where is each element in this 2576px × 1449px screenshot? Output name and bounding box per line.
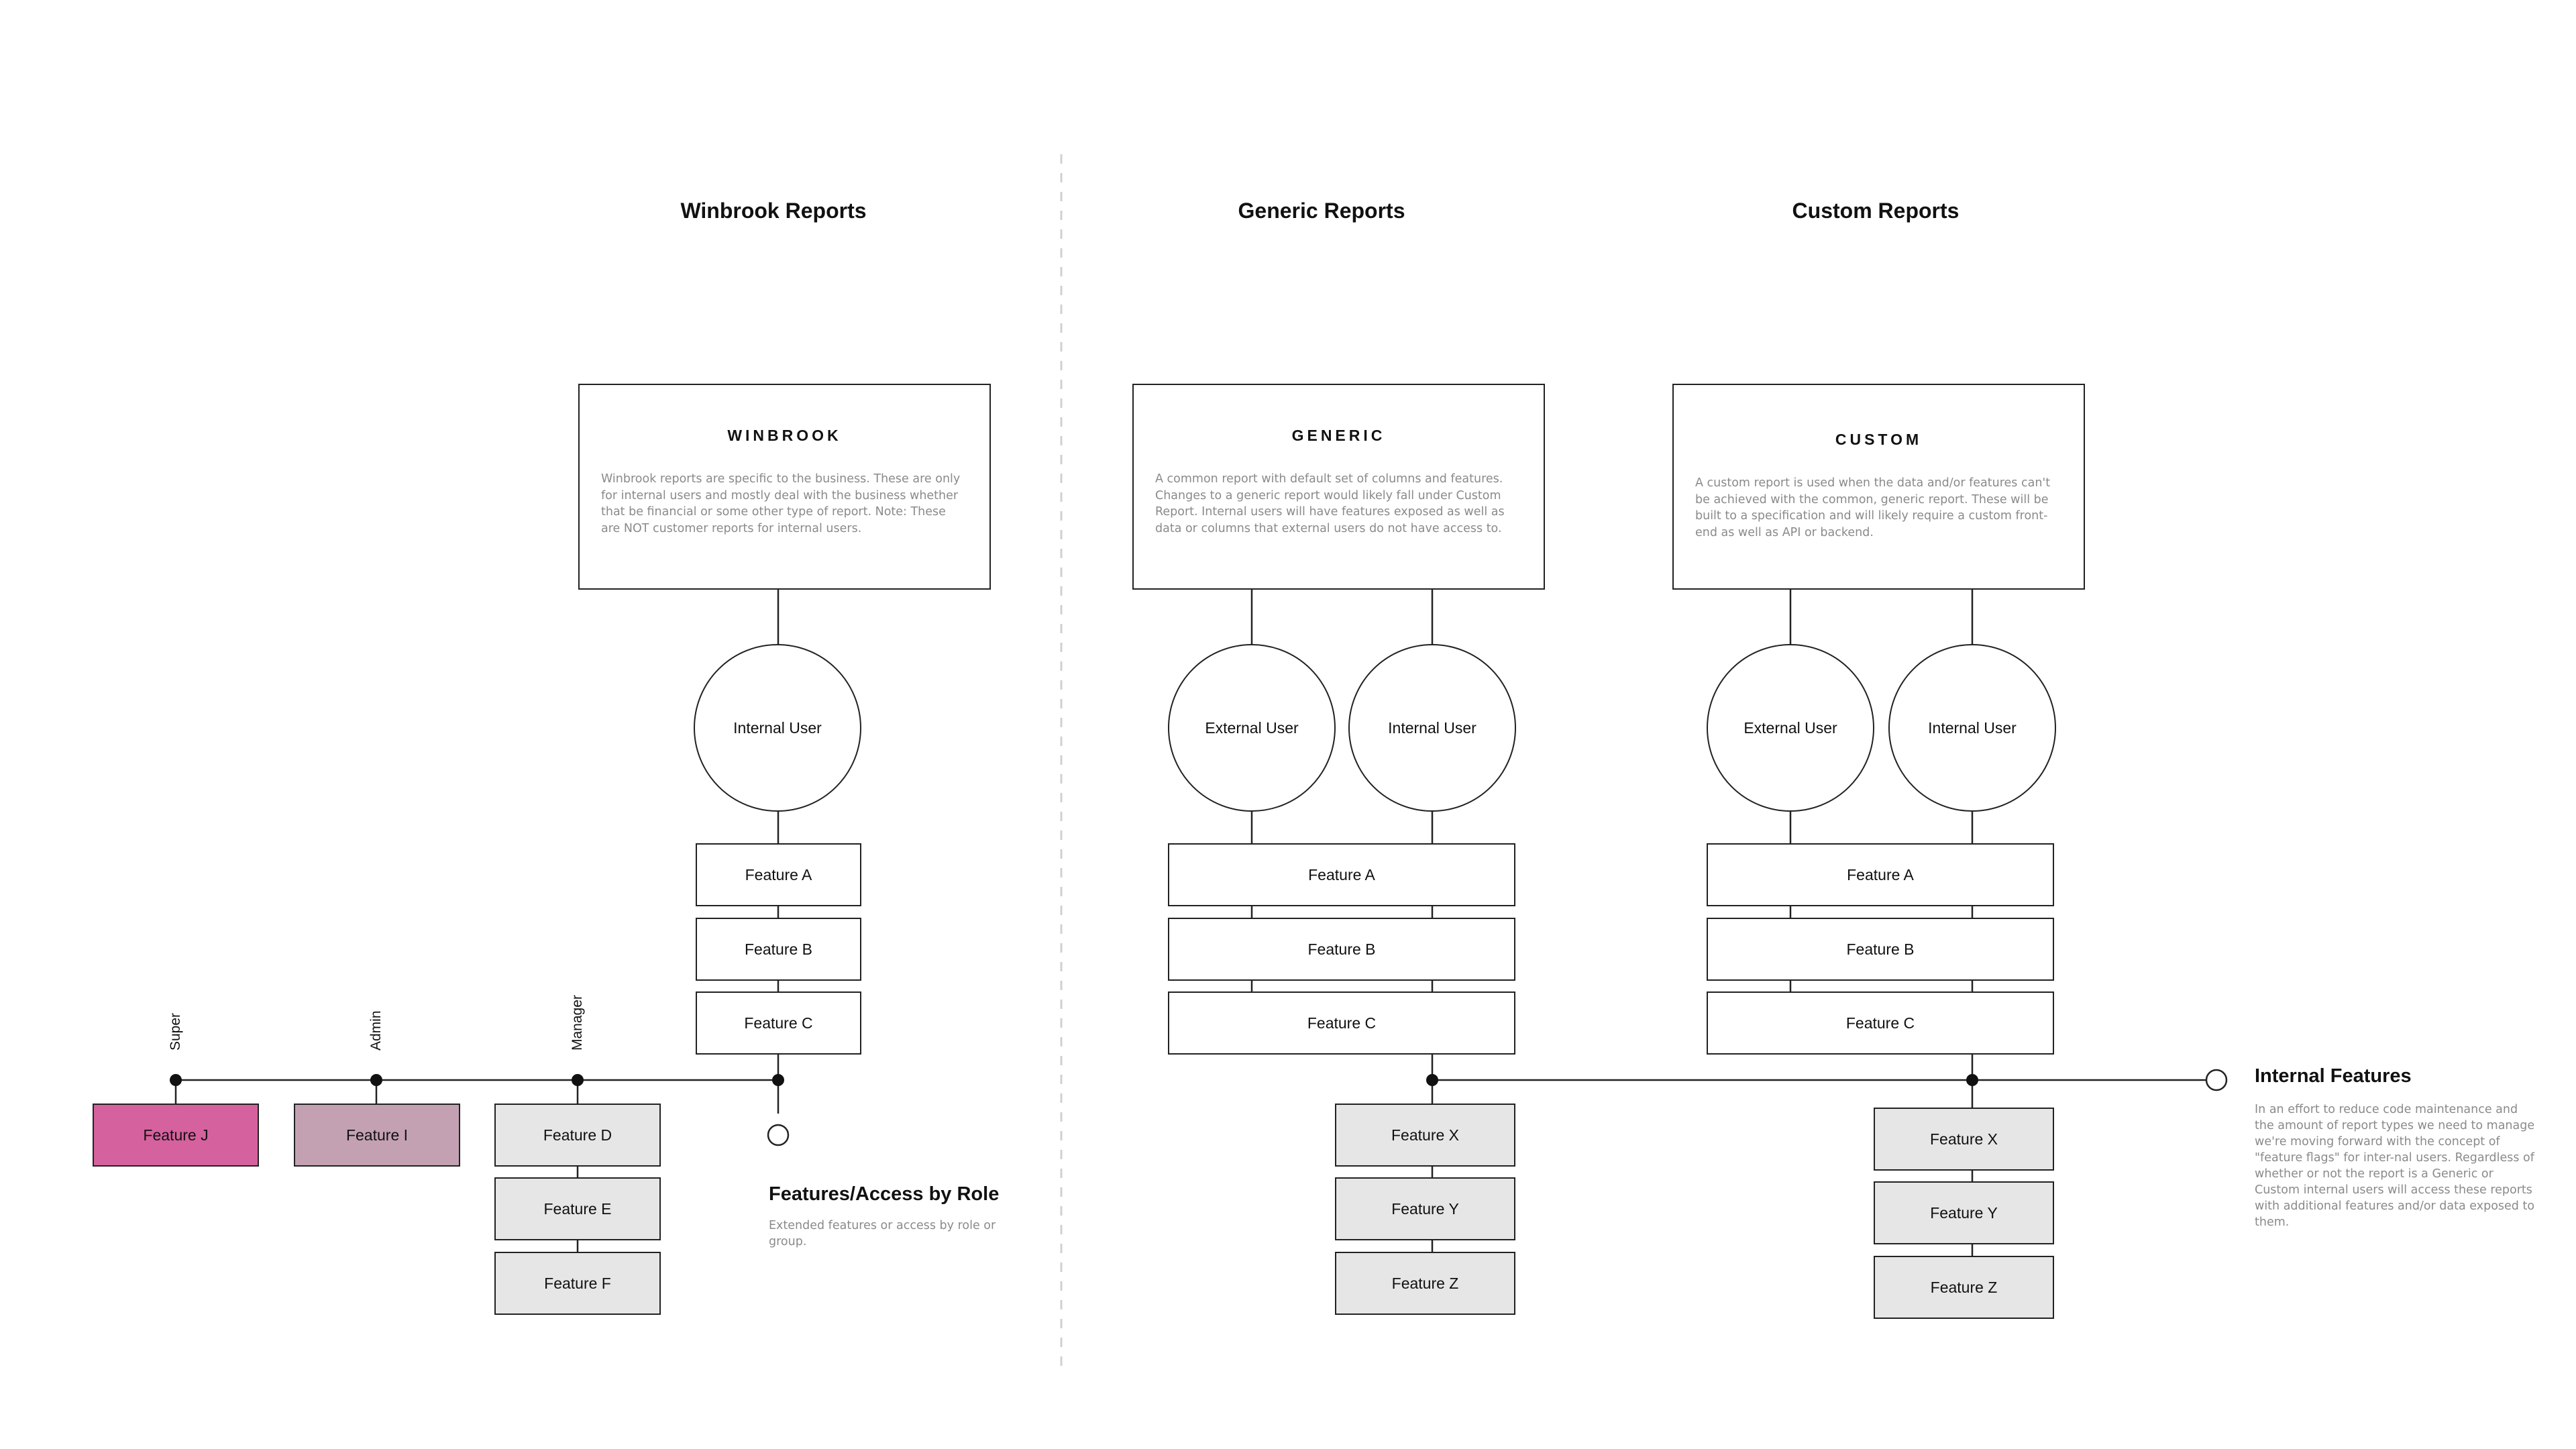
winbrook-card: WINBROOK Winbrook reports are specific t… bbox=[578, 384, 991, 590]
generic-card: GENERIC A common report with default set… bbox=[1132, 384, 1545, 590]
generic-card-heading: GENERIC bbox=[1291, 427, 1386, 444]
role-feature-j: Feature J bbox=[93, 1104, 259, 1167]
custom-card: CUSTOM A custom report is used when the … bbox=[1672, 384, 2085, 590]
generic-card-description: A common report with default set of colu… bbox=[1155, 472, 1505, 535]
generic-external-user: External User bbox=[1168, 644, 1336, 812]
role-label-admin: Admin bbox=[368, 1010, 384, 1051]
generic-feature-c: Feature C bbox=[1168, 991, 1515, 1055]
role-feature-e: Feature E bbox=[494, 1177, 661, 1240]
generic-internal-feature-x: Feature X bbox=[1335, 1104, 1515, 1167]
generic-feature-a: Feature A bbox=[1168, 843, 1515, 906]
winbrook-card-description: Winbrook reports are specific to the bus… bbox=[601, 472, 961, 535]
winbrook-internal-user: Internal User bbox=[694, 644, 861, 812]
custom-card-heading: CUSTOM bbox=[1835, 431, 1923, 448]
custom-internal-feature-y: Feature Y bbox=[1874, 1181, 2054, 1244]
custom-feature-a: Feature A bbox=[1707, 843, 2054, 906]
custom-internal-user: Internal User bbox=[1888, 644, 2056, 812]
role-feature-f: Feature F bbox=[494, 1252, 661, 1315]
generic-feature-b: Feature B bbox=[1168, 918, 1515, 981]
generic-internal-user: Internal User bbox=[1348, 644, 1516, 812]
generic-internal-feature-z: Feature Z bbox=[1335, 1252, 1515, 1315]
roles-legend-title: Features/Access by Role bbox=[769, 1183, 1000, 1205]
winbrook-feature-b: Feature B bbox=[696, 918, 861, 981]
custom-external-user: External User bbox=[1707, 644, 1874, 812]
role-label-manager: Manager bbox=[570, 995, 585, 1051]
generic-internal-feature-y: Feature Y bbox=[1335, 1177, 1515, 1240]
role-label-super: Super bbox=[168, 1012, 183, 1051]
custom-feature-c: Feature C bbox=[1707, 991, 2054, 1055]
winbrook-card-heading: WINBROOK bbox=[727, 427, 842, 444]
generic-reports-title: Generic Reports bbox=[1238, 199, 1405, 223]
role-feature-d: Feature D bbox=[494, 1104, 661, 1167]
role-feature-i: Feature I bbox=[294, 1104, 460, 1167]
internal-features-legend-description: In an effort to reduce code maintenance … bbox=[2255, 1103, 2535, 1229]
custom-card-description: A custom report is used when the data an… bbox=[1695, 476, 2051, 539]
winbrook-feature-c: Feature C bbox=[696, 991, 861, 1055]
winbrook-feature-a: Feature A bbox=[696, 843, 861, 906]
internal-features-legend-title: Internal Features bbox=[2255, 1065, 2412, 1087]
custom-internal-feature-x: Feature X bbox=[1874, 1108, 2054, 1171]
custom-reports-title: Custom Reports bbox=[1792, 199, 1960, 223]
roles-legend-description: Extended features or access by role or g… bbox=[769, 1219, 996, 1248]
winbrook-reports-title: Winbrook Reports bbox=[680, 199, 867, 223]
custom-feature-b: Feature B bbox=[1707, 918, 2054, 981]
custom-internal-feature-z: Feature Z bbox=[1874, 1256, 2054, 1319]
